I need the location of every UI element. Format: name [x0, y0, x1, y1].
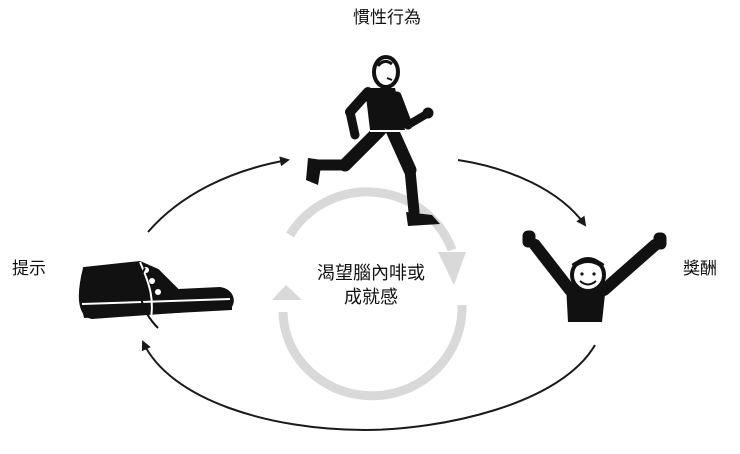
- sneaker-icon: [78, 260, 234, 329]
- cycle-arrows-icon: [272, 187, 467, 401]
- arrow-cue-to-routine: [147, 156, 290, 233]
- arrow-routine-to-reward: [457, 159, 587, 227]
- running-person-icon: [306, 55, 440, 226]
- craving-line-1: 渴望腦內啡或: [317, 263, 425, 284]
- craving-line-2: 成就感: [344, 287, 398, 308]
- routine-label: 慣性行為: [353, 8, 421, 28]
- cheering-person-icon: [522, 230, 667, 322]
- cue-label: 提示: [12, 259, 46, 279]
- reward-label: 獎酬: [683, 259, 717, 279]
- arrow-reward-to-cue: [141, 340, 596, 432]
- craving-text: 渴望腦內啡或 成就感: [296, 262, 446, 310]
